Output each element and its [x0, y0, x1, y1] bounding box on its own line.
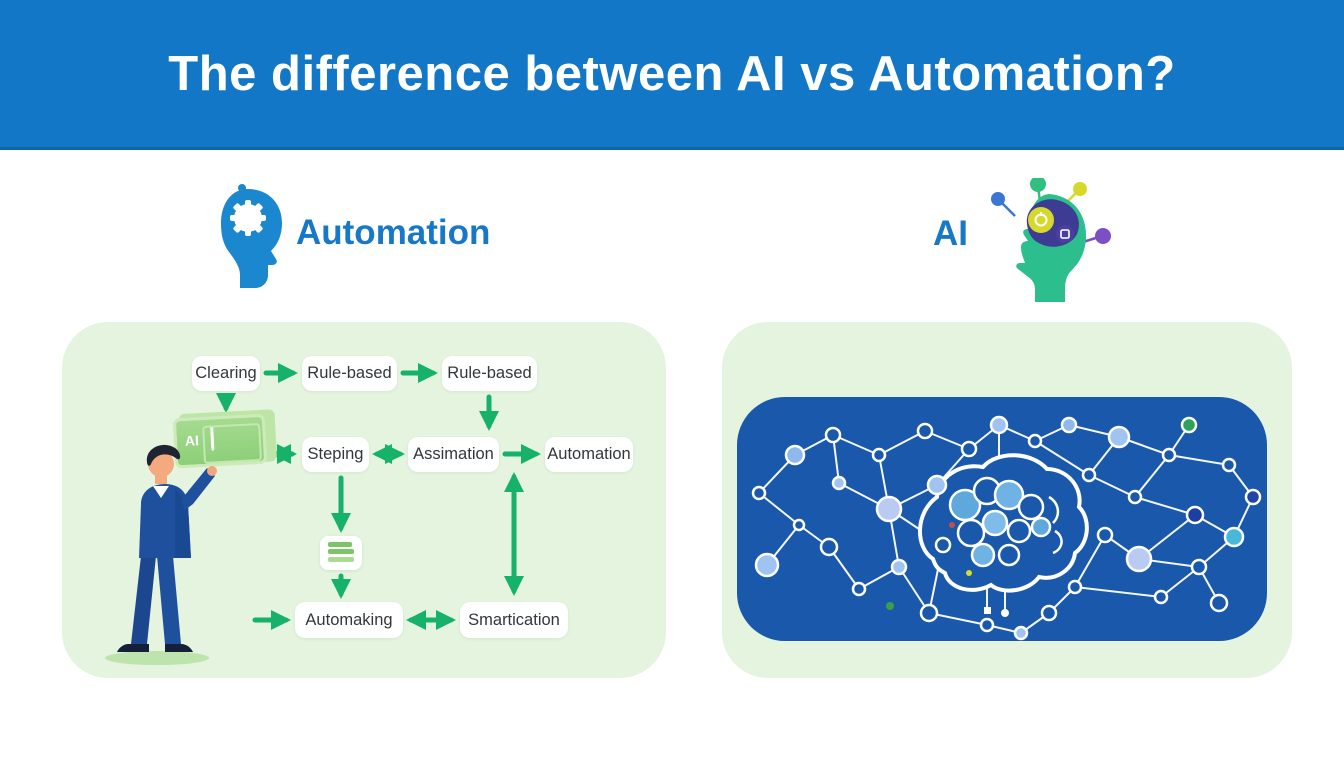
neural-network-panel: [737, 397, 1267, 641]
person-illustration: [105, 444, 217, 665]
head-with-gear-icon: [221, 184, 282, 288]
flow-node-smartication: Smartication: [460, 602, 568, 638]
flow-node-steping: Steping: [302, 437, 369, 472]
ai-section-label: AI: [933, 214, 968, 253]
flow-arrows: [216, 363, 541, 630]
title-banner: The difference between AI vs Automation?: [0, 0, 1344, 150]
head-with-pins-icon: [991, 178, 1111, 302]
list-icon: [320, 536, 362, 570]
flow-node-assimation: Assimation: [408, 437, 499, 472]
neural-network-brain-illustration: [751, 415, 1262, 641]
gear-icon: [230, 200, 266, 236]
flow-node-automaking: Automaking: [295, 602, 403, 638]
ai-card: [722, 322, 1292, 678]
page-title: The difference between AI vs Automation?: [168, 46, 1176, 101]
flow-node-clearing: Clearing: [192, 356, 260, 391]
flow-node-automation: Automation: [545, 437, 633, 472]
automation-section-label: Automation: [296, 213, 491, 252]
flow-node-rule-based-2: Rule-based: [442, 356, 537, 391]
automation-card: Clearing Rule-based Rule-based Steping A…: [62, 322, 666, 678]
flow-node-rule-based-1: Rule-based: [302, 356, 397, 391]
